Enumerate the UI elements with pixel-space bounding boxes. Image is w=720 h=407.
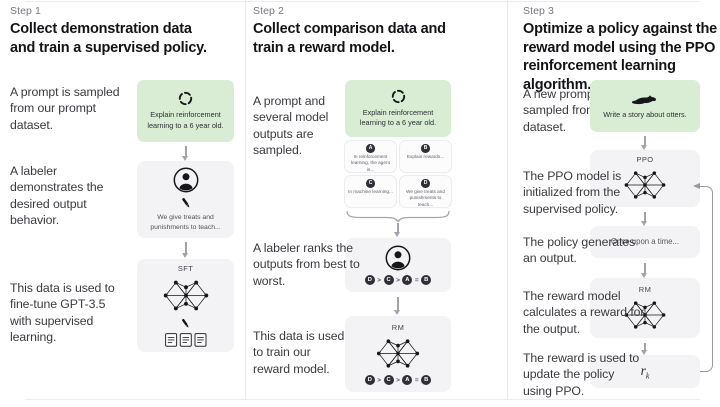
otter-icon bbox=[631, 95, 656, 104]
rank-badge: D bbox=[364, 375, 375, 385]
step2-title: Collect comparison data and train a rewa… bbox=[253, 21, 446, 56]
ranking: D > C > A = B bbox=[364, 275, 432, 285]
labeler-rank-box: D > C > A = B bbox=[345, 238, 451, 292]
step1-title: Collect demonstration data and train a s… bbox=[10, 21, 207, 56]
neural-net-icon bbox=[624, 300, 666, 329]
step1-label: Step 1 bbox=[10, 5, 41, 17]
output-b: B Explain rewards... bbox=[400, 141, 451, 172]
bottom-rule bbox=[25, 399, 700, 400]
rm-label: RM bbox=[391, 323, 405, 332]
step2-row1-text: A prompt and several model outputs are s… bbox=[253, 94, 329, 158]
prompt-box: Explain reinforcement learning to a 6 ye… bbox=[345, 80, 451, 137]
rank-separator: > bbox=[396, 376, 400, 384]
rm-label: RM bbox=[638, 284, 652, 294]
step2-row3-text: This data is used to train our reward mo… bbox=[253, 329, 345, 376]
ppo-label: PPO bbox=[636, 155, 654, 164]
output-a: A In reinforcement learning, the agent i… bbox=[345, 141, 396, 172]
down-arrow bbox=[182, 146, 188, 161]
rank-badge: B bbox=[421, 375, 432, 385]
rm-box: RM D > C > A = B bbox=[345, 316, 451, 392]
labeler-box: We give treats and punishments to teach.… bbox=[137, 161, 234, 238]
pencil-icon bbox=[181, 197, 189, 208]
step2-row2-text: A labeler ranks the outputs from best to… bbox=[253, 241, 360, 288]
output-d: D We give treats and punishments to teac… bbox=[400, 176, 451, 207]
person-icon bbox=[173, 167, 198, 193]
brace bbox=[346, 210, 450, 222]
step2-label: Step 2 bbox=[253, 5, 284, 17]
neural-net-icon bbox=[376, 339, 420, 368]
output-badge: B bbox=[421, 144, 430, 153]
output-badge: D bbox=[421, 179, 430, 188]
step1-row3-text: This data is used to fine-tune GPT-3.5 w… bbox=[10, 281, 115, 345]
output-text: In machine learning... bbox=[348, 189, 393, 194]
top-rule bbox=[25, 1, 700, 2]
feedback-arrowhead-icon bbox=[693, 183, 700, 189]
rank-separator: > bbox=[377, 276, 382, 284]
rank-badge: B bbox=[421, 275, 432, 285]
output-badge: C bbox=[366, 179, 375, 188]
sample-icon bbox=[178, 92, 193, 106]
output-text: We give treats and punishments to teach.… bbox=[406, 189, 445, 207]
down-arrow bbox=[641, 212, 647, 226]
neural-net-icon bbox=[163, 280, 208, 311]
step1-row1-text: A prompt is sampled from our prompt data… bbox=[10, 85, 120, 132]
rank-separator: > bbox=[396, 276, 400, 284]
feedback-loop bbox=[700, 186, 713, 372]
prompt-text: Write a story about otters. bbox=[603, 109, 687, 119]
output-badge: A bbox=[366, 144, 375, 153]
person-icon bbox=[385, 245, 411, 271]
rank-separator: = bbox=[414, 276, 419, 284]
down-arrow bbox=[394, 223, 400, 237]
output-text: In reinforcement learning, the agent is.… bbox=[351, 154, 390, 172]
reward-symbol: rk bbox=[640, 362, 650, 381]
step3-row4-text: The reward model calculates a reward for… bbox=[523, 289, 645, 336]
model-output-text: Once upon a time... bbox=[610, 237, 680, 247]
rank-badge: C bbox=[383, 275, 394, 285]
down-arrow bbox=[641, 263, 647, 278]
sft-label: SFT bbox=[177, 264, 194, 273]
rank-separator: = bbox=[414, 376, 419, 384]
step3-title: Optimize a policy against the reward mod… bbox=[523, 21, 718, 93]
sample-icon bbox=[391, 89, 405, 103]
documents-icon bbox=[164, 333, 206, 347]
sft-box: SFT bbox=[137, 259, 234, 352]
rank-badge: D bbox=[364, 275, 375, 285]
rank-badge: A bbox=[402, 275, 413, 285]
output-text: Explain rewards... bbox=[406, 154, 445, 159]
rank-separator: > bbox=[377, 376, 382, 384]
column-divider bbox=[245, 0, 246, 400]
down-arrow bbox=[641, 343, 647, 355]
model-output-box: Once upon a time... bbox=[590, 226, 700, 258]
down-arrow bbox=[641, 136, 647, 150]
step3-row3-text: The policy generates an output. bbox=[523, 235, 636, 266]
ppo-box: PPO bbox=[590, 150, 700, 207]
rm-box: RM bbox=[590, 278, 700, 338]
column-divider bbox=[507, 0, 508, 400]
prompt-box: Write a story about otters. bbox=[590, 80, 700, 132]
neural-net-icon bbox=[624, 171, 666, 199]
reward-box: rk bbox=[590, 355, 700, 388]
down-arrow bbox=[182, 242, 188, 258]
prompt-box: Explain reinforcement learning to a 6 ye… bbox=[137, 80, 234, 142]
step3-label: Step 3 bbox=[523, 5, 554, 17]
model-outputs-grid: A In reinforcement learning, the agent i… bbox=[345, 141, 451, 207]
prompt-text: Explain reinforcement learning to a 6 ye… bbox=[147, 110, 224, 130]
labeler-caption: We give treats and punishments to teach.… bbox=[150, 213, 221, 231]
pencil-icon bbox=[181, 318, 189, 328]
down-arrow bbox=[394, 297, 400, 315]
prompt-text: Explain reinforcement learning to a 6 ye… bbox=[359, 107, 437, 127]
rank-badge: C bbox=[383, 375, 394, 385]
rank-badge: A bbox=[402, 375, 413, 385]
step3-row2-text: The PPO model is initialized from the su… bbox=[523, 169, 622, 216]
step3-row5-text: The reward is used to update the policy … bbox=[523, 351, 640, 398]
ranking: D > C > A = B bbox=[364, 375, 432, 385]
output-c: C In machine learning... bbox=[345, 176, 396, 207]
step1-row2-text: A labeler demonstrates the desired outpu… bbox=[10, 164, 104, 228]
